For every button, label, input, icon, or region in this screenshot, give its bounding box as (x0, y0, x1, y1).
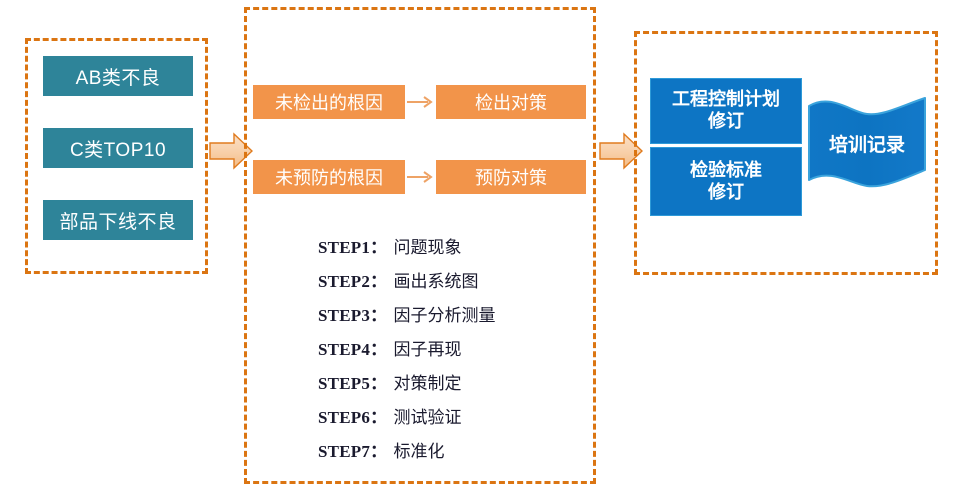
step-list: STEP1： 问题现象 STEP2： 画出系统图 STEP3： 因子分析测量 S… (318, 231, 578, 469)
step-value: 测试验证 (393, 408, 462, 427)
step-item: STEP6： 测试验证 (318, 401, 578, 435)
step-item: STEP4： 因子再现 (318, 333, 578, 367)
step-item: STEP7： 标准化 (318, 435, 578, 469)
thin-arrow-right-icon (407, 171, 433, 183)
step-value: 对策制定 (393, 374, 462, 393)
output-box-inspection-standard-revision[interactable]: 检验标准 修订 (650, 147, 802, 216)
inputs-panel (25, 38, 208, 274)
countermeasure-box-detection[interactable]: 检出对策 (436, 85, 586, 119)
block-arrow-right-icon (209, 132, 253, 170)
outputs-panel (634, 31, 938, 275)
step-key: STEP1： (318, 238, 388, 257)
step-item: STEP5： 对策制定 (318, 367, 578, 401)
step-key: STEP7： (318, 442, 388, 461)
input-box-c-top10[interactable]: C类TOP10 (43, 128, 193, 168)
output-box-label: 工程控制计划 修订 (672, 89, 780, 133)
step-value: 问题现象 (393, 238, 462, 257)
step-value: 因子分析测量 (393, 306, 496, 325)
step-key: STEP5： (318, 374, 388, 393)
output-box-label: 检验标准 修订 (690, 160, 762, 204)
countermeasure-box-prevention[interactable]: 预防对策 (436, 160, 586, 194)
output-box-process-control-plan-revision[interactable]: 工程控制计划 修订 (650, 78, 802, 144)
input-box-ab-defect[interactable]: AB类不良 (43, 56, 193, 96)
step-key: STEP3： (318, 306, 388, 325)
output-label-line2: 修订 (708, 111, 744, 131)
step-value: 标准化 (393, 442, 445, 461)
output-label-line1: 检验标准 (690, 159, 762, 180)
output-label-line2: 修订 (708, 181, 744, 202)
step-key: STEP6： (318, 408, 388, 427)
step-value: 因子再现 (393, 340, 462, 359)
step-key: STEP2： (318, 272, 388, 291)
analysis-panel (244, 7, 596, 484)
step-item: STEP3： 因子分析测量 (318, 299, 578, 333)
step-item: STEP2： 画出系统图 (318, 265, 578, 299)
step-key: STEP4： (318, 340, 388, 359)
thin-arrow-right-icon (407, 96, 433, 108)
step-value: 画出系统图 (393, 272, 479, 291)
step-item: STEP1： 问题现象 (318, 231, 578, 265)
cause-box-undetected[interactable]: 未检出的根因 (253, 85, 405, 119)
cause-box-unprevented[interactable]: 未预防的根因 (253, 160, 405, 194)
block-arrow-right-icon (599, 132, 643, 170)
input-box-part-offline-defect[interactable]: 部品下线不良 (43, 200, 193, 240)
training-record-flag-icon[interactable] (805, 96, 929, 190)
output-label-line1: 工程控制计划 (672, 89, 780, 110)
